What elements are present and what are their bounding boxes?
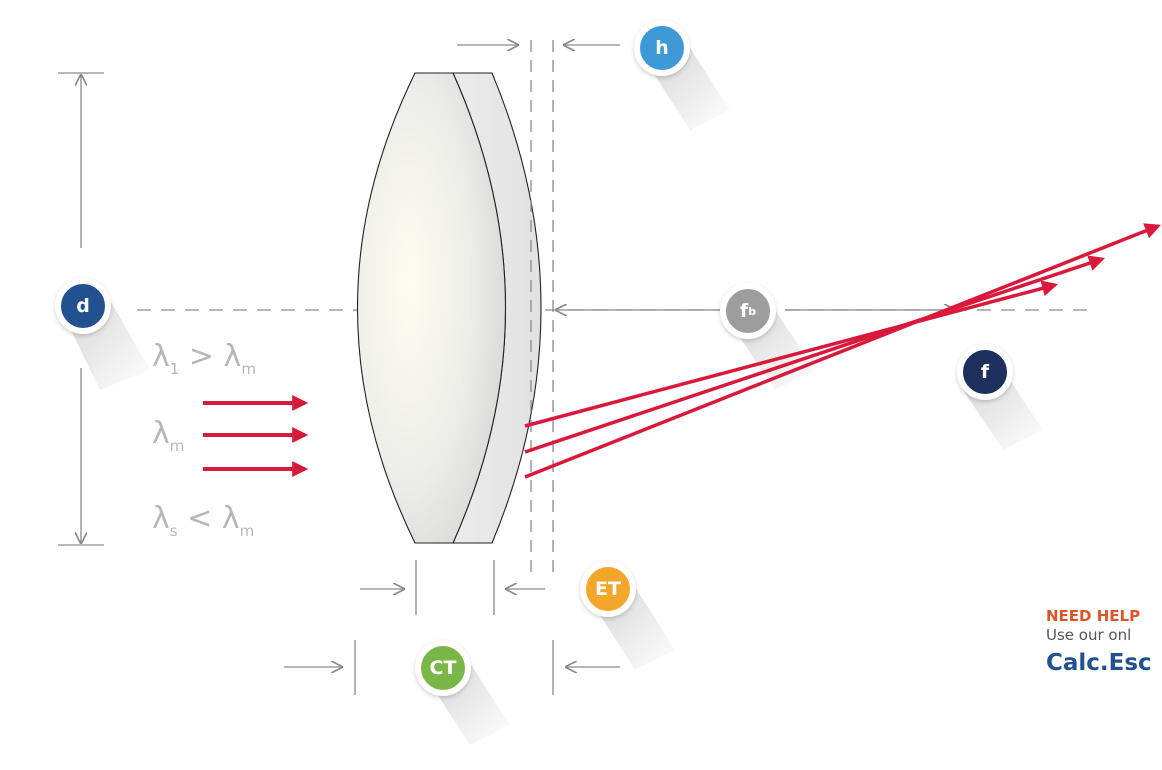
wavelength-label-long: λ1 > λm bbox=[152, 339, 256, 378]
h-dimension bbox=[457, 40, 620, 580]
crown-lens-element bbox=[357, 72, 506, 544]
center-thickness-badge: CT bbox=[415, 640, 471, 696]
wavelength-label-mean: λm bbox=[152, 416, 185, 455]
diameter-badge: d bbox=[55, 278, 111, 334]
focal-length-badge: f bbox=[957, 344, 1013, 400]
outgoing-ray-3 bbox=[524, 223, 1161, 479]
outgoing-ray-2 bbox=[524, 255, 1106, 454]
diameter-dimension bbox=[58, 72, 104, 546]
edge-thickness-badge: ET bbox=[580, 561, 636, 617]
outgoing-rays bbox=[524, 223, 1161, 479]
h-badge: h bbox=[634, 20, 690, 76]
ct-dimension bbox=[284, 640, 620, 695]
outgoing-ray-1 bbox=[524, 280, 1059, 428]
calculator-link[interactable]: Calc.Esc bbox=[1046, 650, 1152, 676]
wavelength-label-short: λs < λm bbox=[152, 501, 255, 540]
help-title: NEED HELP bbox=[1046, 607, 1141, 625]
help-text: Use our onl bbox=[1046, 626, 1132, 644]
incoming-rays bbox=[203, 395, 309, 477]
et-dimension bbox=[360, 560, 545, 615]
badge-shadows bbox=[66, 48, 1043, 745]
